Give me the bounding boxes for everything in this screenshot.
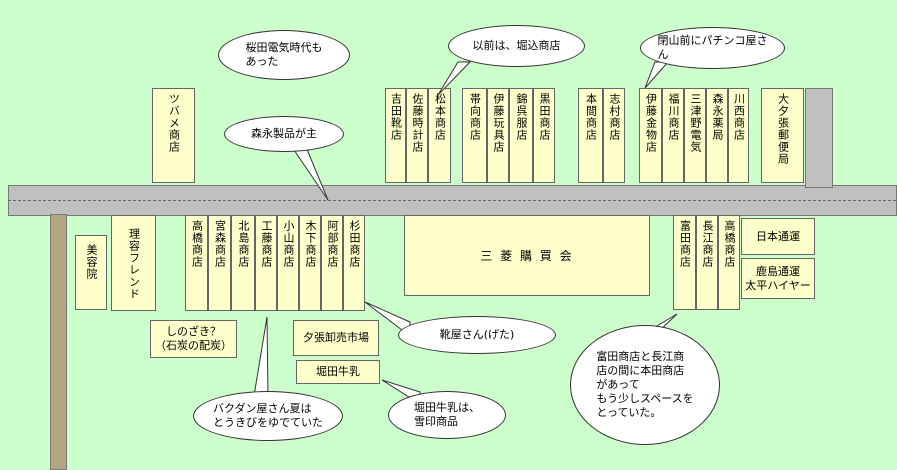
bubble-kutsuya-text: 靴屋さん(げた) [439, 328, 515, 341]
shop-nishikiya: 錦呉服店 [509, 88, 533, 183]
shinozaki-coal: しのざき？ （石炭の配炭） [150, 320, 237, 358]
shop-obimukai: 帯向商店 [462, 88, 487, 183]
nippon-tsuun: 日本通運 [741, 218, 815, 255]
shop-takahashi-left: 高橋商店 [185, 215, 208, 311]
bubble-kutsuya: 靴屋さん(げた) [398, 316, 556, 354]
bubble-sakurada: 桜田電気時代も あった [218, 30, 350, 80]
shop-nagae: 長江商店 [696, 215, 718, 310]
road-centerline [8, 200, 896, 201]
shop-abe: 阿部商店 [321, 215, 343, 311]
tail-horikomi [437, 61, 472, 96]
shop-tsubame: ツバメ商店 [152, 88, 195, 183]
mitsubishi-kobaikai: 三 菱 購 買 会 [404, 215, 650, 296]
shop-sato-tokei: 佐藤時計店 [406, 88, 428, 183]
shop-honma: 本間商店 [578, 88, 603, 183]
shop-kinoshita: 木下商店 [299, 215, 321, 311]
shop-fukukawa: 福川商店 [662, 88, 684, 183]
yubari-oroshiuri-ichiba: 夕張卸売市場 [293, 320, 379, 356]
shop-tomita: 富田商店 [673, 215, 696, 310]
bubble-honda: 富田商店と長江商 店の間に本田商店 があって もう少しスペースを とっていた。 [570, 325, 720, 445]
bubble-pachinko-text: 閉山前にパチンコ屋さ ん [657, 34, 768, 61]
shop-miyamori: 宮森商店 [208, 215, 231, 311]
kashima-tsuun-taihei-hire: 鹿島通運 太平ハイヤー [741, 258, 815, 299]
tail-pachinko [644, 61, 670, 89]
bubble-morinaga: 森永製品が主 [224, 116, 344, 152]
shop-mitsuno-denki: 三津野電気 [684, 88, 706, 183]
bubble-horikomi-text: 以前は、堀込商店 [472, 39, 561, 52]
shop-shimura: 志村商店 [603, 88, 625, 183]
shop-ito-gangu: 伊藤玩具店 [487, 88, 509, 183]
shop-sugita: 杉田商店 [343, 215, 365, 311]
bubble-bakudan-text: バクダン屋さん夏は とうきびをゆでていた [213, 402, 323, 429]
bubble-pachinko: 閉山前にパチンコ屋さ ん [640, 27, 785, 69]
right-side-road [805, 88, 833, 188]
bubble-honda-text: 富田商店と長江商 店の間に本田商店 があって もう少しスペースを とっていた。 [596, 350, 694, 419]
shop-riyo-friend: 理容フレンド [111, 215, 156, 311]
bubble-yukijirushi-text: 堀田牛乳は、 雪印商品 [414, 401, 480, 428]
shop-kudo: 工藤商店 [255, 215, 277, 311]
shop-yoshida-kutsu: 吉田靴店 [385, 88, 406, 183]
shop-koyama: 小山商店 [277, 215, 299, 311]
shop-kuroda: 黒田商店 [533, 88, 555, 183]
bubble-morinaga-text: 森永製品が主 [251, 127, 317, 140]
shop-biyoin: 美容院 [75, 235, 107, 310]
shop-kawanishi: 川西商店 [728, 88, 749, 183]
horita-gyunyu: 堀田牛乳 [296, 360, 380, 384]
bubble-yukijirushi: 堀田牛乳は、 雪印商品 [388, 391, 506, 439]
shop-morinaga-yakkyoku: 森永薬局 [706, 88, 728, 183]
shop-matsumoto: 松本商店 [428, 88, 451, 183]
shop-takahashi-right: 高橋商店 [718, 215, 740, 310]
bubble-sakurada-text: 桜田電気時代も あった [245, 41, 323, 68]
post-office: 大夕張郵便局 [761, 88, 804, 183]
tail-morinaga [291, 146, 329, 201]
shop-ito-kanamono: 伊藤金物店 [639, 88, 662, 183]
tail-bakudan [253, 316, 269, 397]
bubble-horikomi: 以前は、堀込商店 [448, 25, 585, 67]
shop-kitajima: 北島商店 [231, 215, 255, 311]
bubble-bakudan: バクダン屋さん夏は とうきびをゆでていた [193, 391, 343, 441]
